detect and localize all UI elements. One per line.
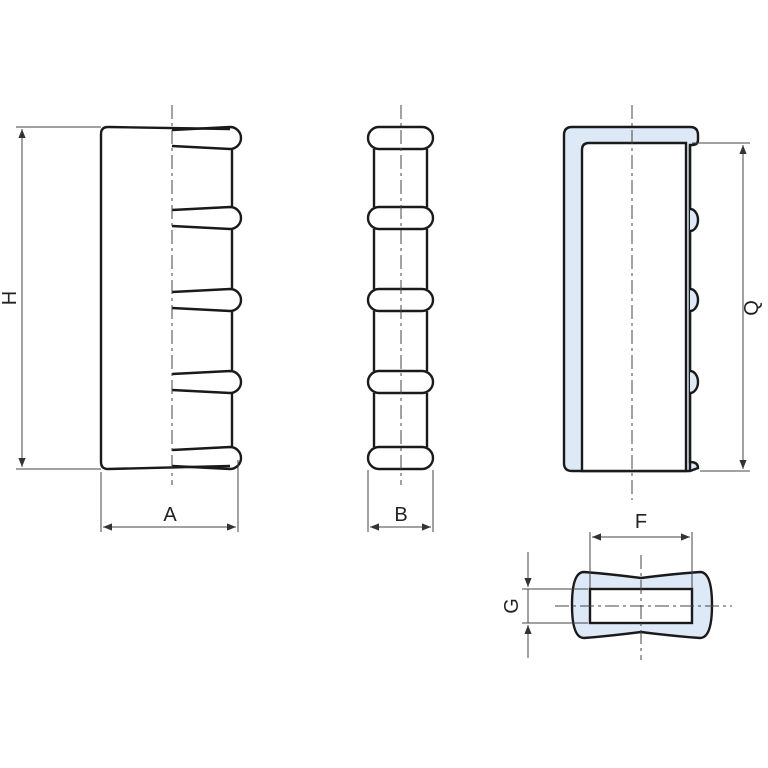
dimension-a: A [100,460,239,532]
bump [689,287,700,313]
dimension-f: F [589,511,693,588]
section-view [562,105,700,500]
label-a: A [163,504,177,526]
bump [689,369,700,395]
label-f: F [635,511,647,533]
label-g: G [501,598,523,614]
label-h: H [0,291,21,305]
rib [171,287,243,371]
rib [171,125,243,207]
dimension-h: H [0,126,101,470]
rib [171,445,243,471]
side-view [99,105,243,485]
rib [171,205,243,289]
dimension-g: G [501,552,588,658]
dimension-b: B [367,470,434,532]
label-q: Q [741,300,763,316]
top-view [555,555,732,660]
bump [689,207,700,233]
label-b: B [394,504,407,526]
rib [171,369,243,447]
front-view [366,105,435,485]
dimension-q: Q [692,142,763,472]
